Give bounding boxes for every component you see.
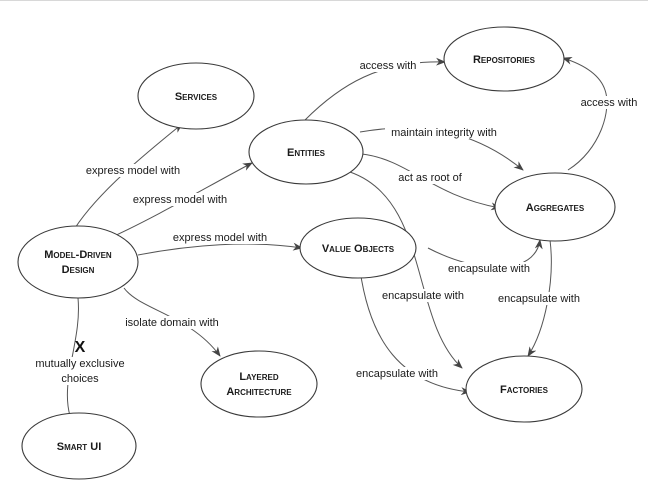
node-layered-label-line1: Layered: [239, 371, 279, 383]
node-aggregates[interactable]: Aggregates: [494, 172, 616, 242]
edge-label-entities-aggregates-integrity: maintain integrity with: [391, 127, 497, 139]
exclusion-note-line1: mutually exclusive: [35, 358, 124, 370]
edge-mdd-layered: [123, 287, 221, 357]
node-factories[interactable]: Factories: [465, 355, 583, 423]
top-border-line: [0, 0, 648, 1]
edge-entities-factories: [349, 171, 463, 369]
edge-label-mdd-value-objects: express model with: [173, 232, 267, 244]
node-model-driven-design[interactable]: Model-Driven Design: [17, 225, 139, 299]
node-factories-label: Factories: [500, 384, 549, 396]
edge-label-entities-repositories: access with: [360, 60, 417, 72]
exclusion-note-line2: choices: [61, 373, 99, 385]
edge-label-value-objects-aggregates: encapsulate with: [448, 263, 530, 275]
edge-value-objects-factories: [359, 269, 471, 396]
node-value-objects-label: Value Objects: [322, 243, 395, 255]
node-value-objects[interactable]: Value Objects: [299, 217, 417, 279]
node-mdd-label-line2: Design: [62, 264, 95, 276]
edge-label-entities-factories: encapsulate with: [382, 290, 464, 302]
node-mdd-label-line1: Model-Driven: [44, 249, 112, 261]
edge-labels: express model with express model with ex…: [80, 59, 642, 380]
node-repositories-label: Repositories: [473, 54, 536, 66]
mutual-exclusion-annotation: X mutually exclusive choices: [28, 339, 134, 385]
edge-label-mdd-entities: express model with: [133, 194, 227, 206]
exclusion-x-mark: X: [75, 339, 86, 356]
node-entities[interactable]: Entities: [248, 119, 364, 185]
edge-label-mdd-layered: isolate domain with: [125, 317, 219, 329]
node-entities-label: Entities: [287, 147, 326, 159]
node-smart-ui[interactable]: Smart UI: [21, 412, 137, 480]
node-smart-ui-label: Smart UI: [57, 441, 102, 453]
edge-label-mdd-services: express model with: [86, 165, 180, 177]
edge-entities-repositories: [304, 57, 446, 121]
node-repositories[interactable]: Repositories: [443, 26, 565, 92]
edge-label-aggregates-factories: encapsulate with: [498, 293, 580, 305]
edge-label-value-objects-factories: encapsulate with: [356, 368, 438, 380]
edge-mdd-value-objects: [137, 242, 303, 256]
edge-label-aggregates-repositories: access with: [581, 97, 638, 109]
node-layered-architecture[interactable]: Layered Architecture: [200, 350, 318, 418]
node-services[interactable]: Services: [137, 62, 255, 130]
node-aggregates-label: Aggregates: [526, 202, 585, 214]
node-services-label: Services: [175, 91, 218, 103]
edge-label-entities-aggregates-root: act as root of: [398, 172, 463, 184]
node-layered-label-line2: Architecture: [226, 386, 292, 398]
edge-aggregates-repositories: [562, 56, 608, 171]
